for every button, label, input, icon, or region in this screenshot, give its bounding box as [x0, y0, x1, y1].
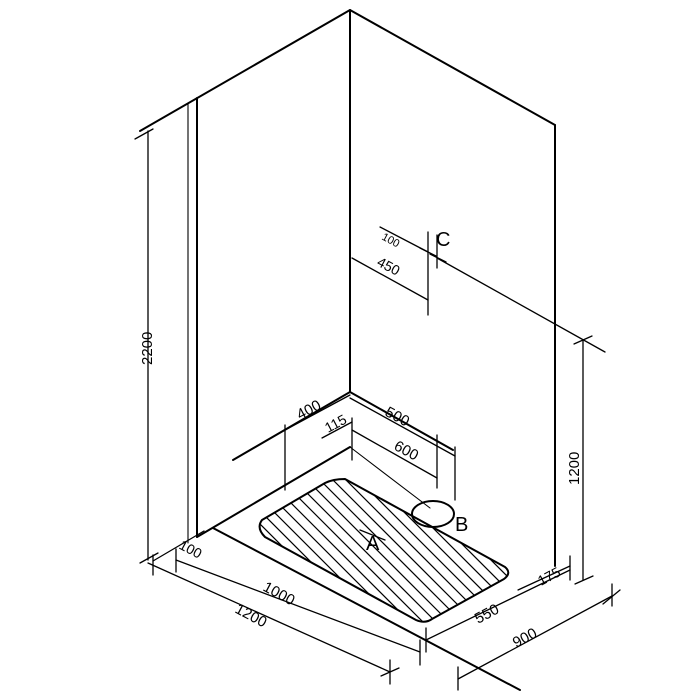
dim-height-connection: 1200 — [566, 452, 583, 485]
left-wall-top-edge — [139, 9, 556, 132]
hatch-line — [491, 479, 509, 622]
hatch-line — [76, 470, 236, 630]
hatch-line — [674, 470, 700, 630]
hatch-line — [259, 479, 419, 622]
right-height-dim-top-tick — [573, 335, 593, 345]
hatch-line — [322, 479, 484, 622]
hatch-line — [452, 479, 509, 622]
depth-total-dim-line — [457, 595, 613, 680]
dim-depth-total: 900 — [510, 625, 540, 652]
marker-b-label: B — [455, 514, 468, 536]
drain-tick — [359, 529, 386, 541]
dim-width-offset: 100 — [177, 537, 205, 562]
hatch-line — [648, 470, 700, 630]
width-total-tick-right — [380, 667, 400, 677]
hatch-line — [24, 470, 184, 630]
hatch-line — [635, 470, 700, 630]
hatch-line — [0, 470, 67, 630]
dim-drain-edge: 115 — [322, 411, 349, 436]
water-connection-marker: C 100 450 — [351, 226, 606, 353]
hatch-line — [0, 470, 28, 630]
tray-outline — [258, 478, 510, 623]
hatch-line — [283, 479, 445, 622]
right-height-dim-bottom-tick — [574, 575, 594, 585]
height-dimension: 2200 — [134, 128, 159, 564]
hatch-line — [426, 479, 509, 622]
drain-outlet-circle — [411, 500, 455, 528]
hatch-line — [0, 470, 41, 630]
hatch-line — [296, 479, 458, 622]
width-total-dim-line — [147, 562, 391, 673]
hatch-line — [544, 470, 700, 630]
hatch-line — [622, 470, 700, 630]
marker-c-label: C — [436, 229, 450, 251]
drain-edge-dim-line — [321, 421, 353, 439]
dim-drain-offset: 400 — [294, 397, 324, 424]
depth-offset-dim-line — [517, 565, 571, 591]
drain-marker: A — [359, 529, 386, 555]
drain-outlet-marker: B — [349, 446, 468, 536]
hatch-line — [583, 470, 700, 630]
hatch-line — [570, 470, 700, 630]
connection-height-line — [436, 257, 606, 353]
hatch-line — [37, 470, 197, 630]
hatch-line — [11, 470, 171, 630]
hatch-line — [259, 479, 289, 622]
hatch-line — [400, 479, 509, 622]
hatch-line — [0, 470, 145, 630]
hatch-line — [439, 479, 509, 622]
hatch-line — [661, 470, 700, 630]
connection-height-dimension: 1200 — [566, 335, 594, 585]
hatch-line — [0, 470, 158, 630]
hatch-line — [478, 479, 509, 622]
width-tray-dim-line — [175, 559, 421, 653]
dim-connection-spacing: 100 — [380, 231, 402, 250]
hatch-line — [0, 470, 119, 630]
hatch-line — [361, 479, 509, 622]
base-left-edge — [196, 446, 351, 538]
dim-connection-depth: 450 — [375, 254, 403, 279]
hatch-line — [609, 470, 700, 630]
height-dim-bottom-tick — [139, 552, 159, 564]
tray-hatching — [0, 470, 700, 630]
hatch-line — [270, 479, 432, 622]
shower-tray — [0, 470, 700, 630]
drain-outlet-ref-line — [349, 446, 431, 509]
hatch-line — [0, 470, 2, 630]
hatch-line — [309, 479, 471, 622]
marker-a-label: A — [366, 533, 380, 555]
dim-height-total: 2200 — [139, 332, 156, 365]
dim-drain-length: 600 — [391, 438, 421, 465]
hatch-line — [557, 470, 700, 630]
hatch-line — [89, 470, 249, 630]
depth-tray-dim-line — [425, 569, 571, 641]
hatch-line — [518, 470, 678, 630]
height-dim-top-tick — [134, 128, 154, 140]
hatch-line — [0, 470, 93, 630]
drain-offset-dim-line — [284, 394, 351, 431]
connection-depth-line — [351, 257, 429, 301]
drain-length-dim-line — [351, 429, 438, 479]
width-offset-dim-line — [152, 530, 205, 562]
hatch-line — [0, 470, 80, 630]
hatch-line — [259, 479, 354, 622]
dim-drain-width: 500 — [382, 404, 412, 431]
connection-spacing-line — [379, 226, 429, 253]
dim-width-tray: 1000 — [260, 579, 297, 610]
hatch-line — [504, 479, 509, 622]
hatch-line — [0, 470, 54, 630]
dim-width-total: 1200 — [232, 601, 269, 632]
hatch-line — [259, 479, 302, 622]
hatch-line — [0, 470, 106, 630]
floor-front-edge — [212, 527, 521, 691]
drain-position-dimensions: 400 500 115 600 — [284, 394, 456, 501]
depth-total-tick-right — [602, 589, 621, 605]
hatch-line — [0, 470, 15, 630]
hatch-line — [259, 479, 341, 622]
floor-back-right-edge — [349, 391, 454, 451]
enclosure-walls — [139, 9, 556, 691]
hatch-line — [687, 470, 700, 630]
hatch-line — [0, 470, 132, 630]
